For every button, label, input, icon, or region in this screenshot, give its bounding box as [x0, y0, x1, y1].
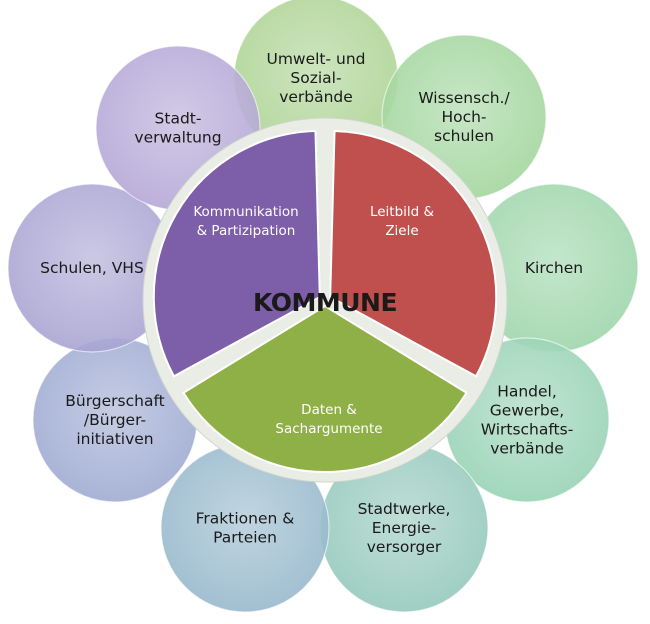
- petal-label-line: schulen: [434, 127, 494, 145]
- petal-label-line: verwaltung: [134, 129, 221, 147]
- petal-label-line: Parteien: [213, 529, 277, 547]
- segment-leitbild-ziele: [329, 130, 498, 378]
- petal-label-line: Stadtwerke,: [358, 500, 451, 518]
- petal-label-line: Wirtschafts-: [481, 421, 574, 439]
- petal-fraktionen: Fraktionen &Parteien: [160, 443, 330, 613]
- petal-label-line: Bürgerschaft: [65, 392, 165, 410]
- petal-label-line: Stadt-: [155, 110, 202, 128]
- petal-label-line: Fraktionen &: [196, 510, 295, 528]
- petal-label-line: versorger: [367, 538, 442, 556]
- petal-highlight: [8, 184, 176, 352]
- petal-highlight: [234, 0, 398, 160]
- petal-highlight: [33, 338, 197, 502]
- segment-label-line: Leitbild &: [370, 204, 435, 220]
- petal-highlight: [161, 444, 329, 612]
- petal-label-line: initiativen: [76, 430, 153, 448]
- segment-label-line: & Partizipation: [197, 223, 296, 239]
- segment-label-line: Kommunikation: [193, 204, 298, 220]
- petal-label-line: Wissensch./: [418, 89, 510, 107]
- petal-label-line: Schulen, VHS: [40, 259, 144, 277]
- petal-label-line: Kirchen: [525, 259, 583, 277]
- segment-kommunikation-partizipation: [152, 130, 321, 378]
- segment-label-line: Sachargumente: [275, 421, 382, 437]
- segment-label-line: Ziele: [385, 223, 418, 239]
- petal-label-line: Sozial-: [290, 69, 341, 87]
- segment-label-line: Daten &: [301, 402, 357, 418]
- petal-label-line: Umwelt- und: [266, 50, 365, 68]
- petal-stadtwerke: Stadtwerke,Energie-versorger: [319, 443, 489, 613]
- petal-kirchen: Kirchen: [469, 183, 639, 353]
- petal-label-line: Handel,: [497, 383, 557, 401]
- petal-buergerschaft: Bürgerschaft/Bürger-initiativen: [32, 337, 198, 503]
- petal-label-line: verbände: [279, 88, 353, 106]
- segment-labels: Kommunikation & Partizipation Leitbild & Zi…: [193, 204, 434, 437]
- petal-label-line: /Bürger-: [84, 411, 146, 429]
- center-disc: Kommunikation & Partizipation Leitbild & Zi…: [142, 117, 508, 483]
- petal-schulen: Schulen, VHS: [7, 183, 177, 353]
- petal-label-line: verbände: [490, 440, 564, 458]
- segment-daten-sachargumente: [182, 304, 468, 473]
- petal-highlight: [470, 184, 638, 352]
- center-label: KOMMUNE: [253, 288, 397, 317]
- petal-label-line: Gewerbe,: [490, 402, 564, 420]
- petal-label-line: Energie-: [372, 519, 437, 537]
- petal-highlight: [320, 444, 488, 612]
- petal-label-line: Hoch-: [441, 108, 486, 126]
